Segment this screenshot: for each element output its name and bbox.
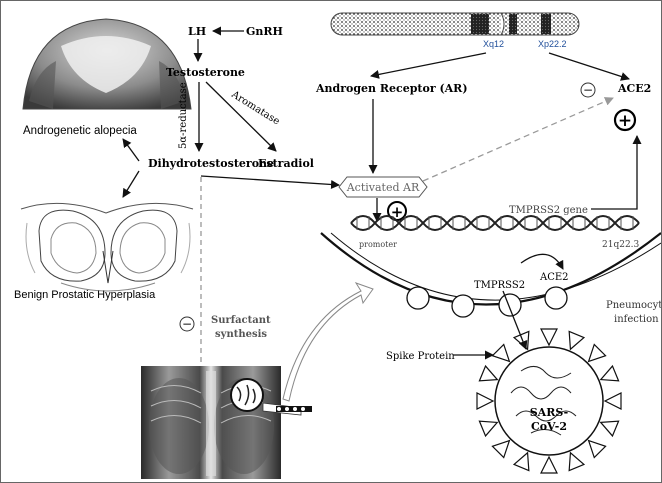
activated-ar-label: Activated AR	[346, 181, 420, 194]
virus-spike	[589, 441, 606, 458]
chest-xray	[141, 366, 281, 479]
dht-to-activated-ar-arrow	[201, 176, 339, 185]
promoter-label: promoter	[359, 240, 397, 249]
membrane-receptor-2	[452, 295, 474, 317]
gnrh-label: GnRH	[246, 25, 283, 38]
sars-cov-2-virus	[477, 329, 621, 473]
virus-spike	[605, 393, 621, 409]
ace2-minus-sign: −	[583, 83, 593, 97]
virus-spike	[492, 441, 509, 458]
virus-spike	[514, 331, 529, 349]
xp22-label: Xp22.2	[538, 39, 567, 49]
dna-helix	[351, 216, 639, 230]
locus-label: 21q22.3	[602, 240, 640, 250]
activated-ar-to-ace2-dashed-arrow	[423, 98, 613, 181]
membrane-receptor-4	[545, 287, 567, 309]
pneumocyte-label-line2: infection	[614, 314, 659, 325]
virus-spike	[479, 421, 497, 436]
virus-spike	[569, 453, 584, 471]
tmprss2-gene-label: TMPRSS2 gene	[509, 205, 588, 216]
dht-to-bph-arrow	[123, 171, 139, 197]
tmprss2-gene-to-ace2-arrow	[591, 136, 637, 209]
alopecia-illustration	[23, 19, 191, 109]
androgenetic-alopecia-label: Androgenetic alopecia	[23, 125, 137, 137]
virus-spike	[477, 393, 493, 409]
x-chromosome	[331, 13, 579, 35]
virus-spike	[492, 344, 509, 361]
aromatase-label: Aromatase	[229, 89, 282, 128]
5a-reductase-label: 5α-reductase	[178, 82, 189, 149]
bph-label: Benign Prostatic Hyperplasia	[14, 289, 156, 301]
virus-spike	[514, 453, 529, 471]
surfactant-label-line1: Surfactant	[211, 315, 271, 326]
lh-label: LH	[188, 25, 206, 38]
dht-label: Dihydrotestosterone	[148, 157, 274, 170]
surfactant-label-line2: synthesis	[215, 329, 267, 340]
virus-spike	[589, 344, 606, 361]
xp22-to-ace2-arrow	[549, 53, 629, 79]
dht-to-alopecia-arrow	[123, 139, 139, 161]
virus-label-line2: CoV-2	[531, 420, 567, 433]
virus-spike	[601, 366, 619, 381]
virus-label-line1: SARS-	[530, 406, 569, 419]
ace2-top-label: ACE2	[617, 82, 651, 95]
virus-spike	[601, 421, 619, 436]
virus-spike	[569, 331, 584, 349]
prostate-illustration	[21, 203, 193, 291]
membrane-receptor-1	[407, 287, 429, 309]
xray-to-cell-hollow-arrow	[283, 283, 373, 401]
ace2-plus-sign: +	[618, 111, 632, 131]
androgen-receptor-label: Androgen Receptor (AR)	[315, 82, 468, 95]
virus-spike	[541, 457, 557, 473]
pneumocyte-label-line1: Pneumocyte	[606, 300, 662, 311]
xq12-to-ar-arrow	[371, 53, 486, 76]
tmprss2-to-ace2-curved-arrow	[521, 254, 563, 269]
ace2-membrane-label: ACE2	[539, 272, 569, 283]
surfactant-minus-sign: −	[182, 317, 192, 331]
estradiol-label: Estradiol	[258, 157, 314, 170]
virus-spike	[479, 366, 497, 381]
tmprss2-label: TMPRSS2	[474, 280, 525, 291]
virus-spike	[541, 329, 557, 345]
testosterone-label: Testosterone	[166, 66, 245, 79]
xq12-label: Xq12	[483, 39, 504, 49]
membrane-receptor-3	[499, 294, 521, 316]
spike-protein-label: Spike Protein	[386, 351, 455, 362]
